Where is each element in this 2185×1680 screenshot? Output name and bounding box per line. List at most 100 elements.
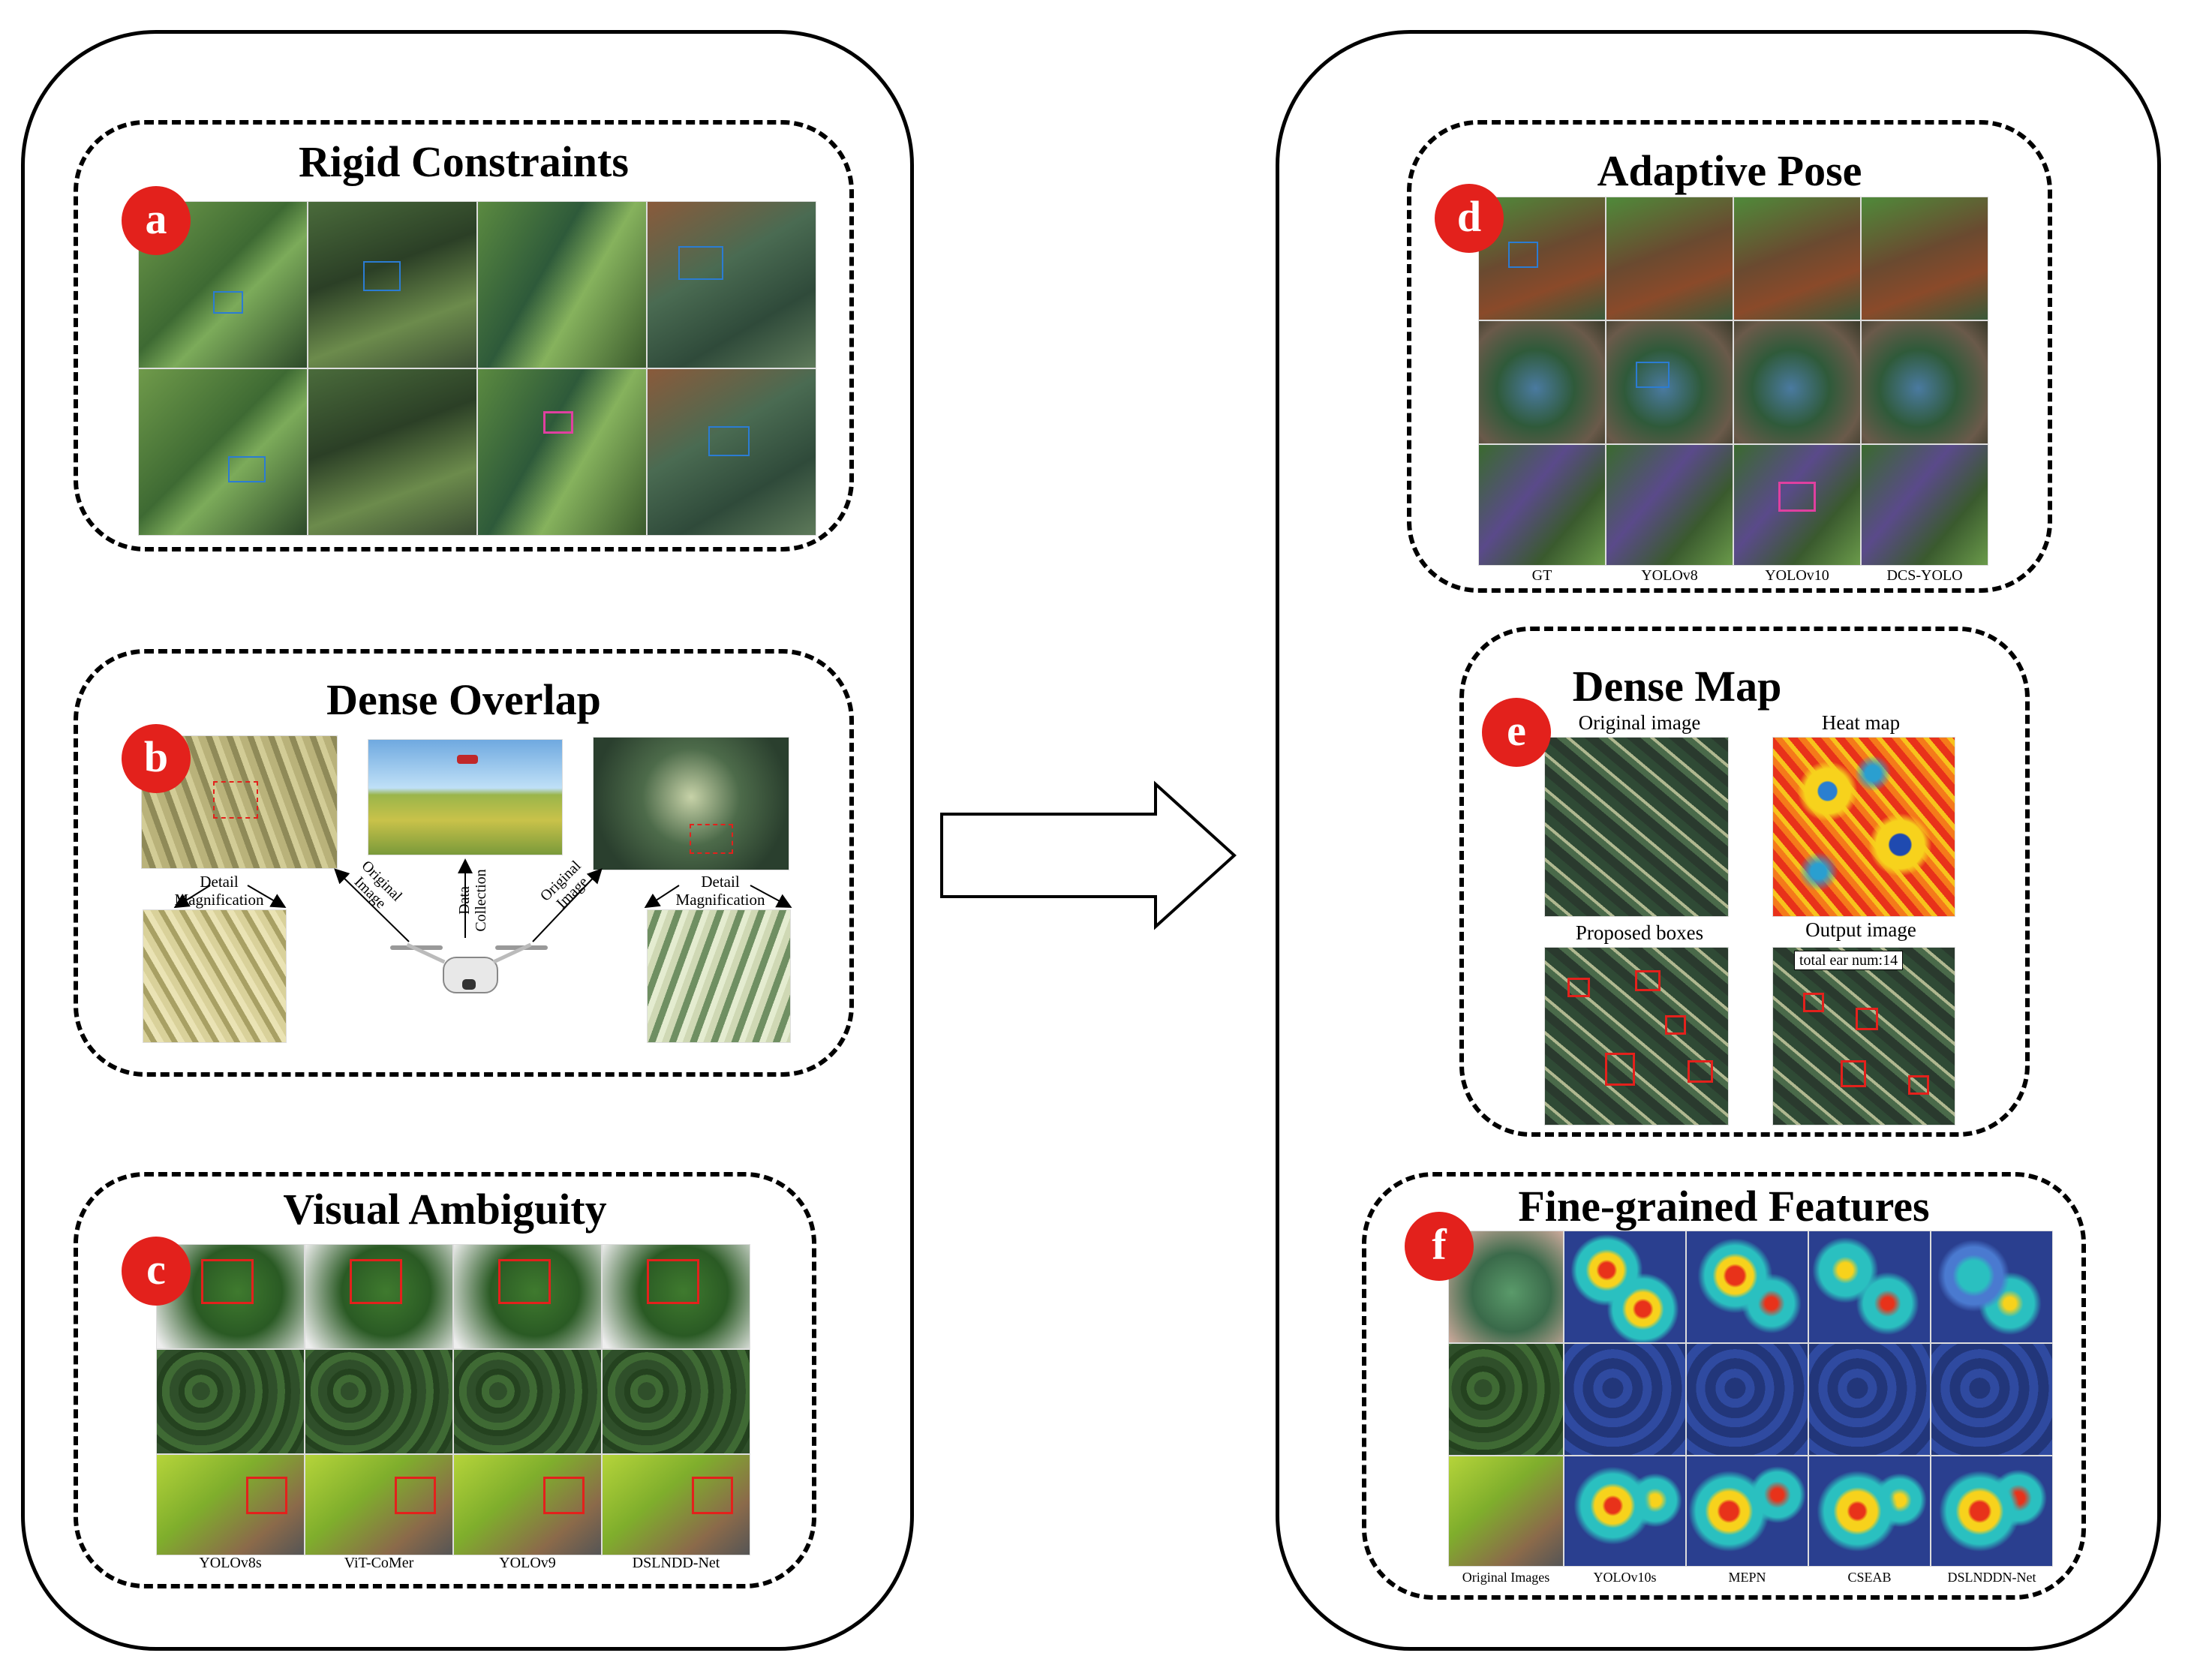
method-caption: DSLNDDN-Net [1947, 1570, 2036, 1585]
panel-title: Rigid Constraints [299, 137, 629, 186]
image-grid-f [1448, 1231, 2053, 1568]
attention-map [1931, 1343, 2053, 1456]
detection-box [228, 456, 266, 482]
grid-image [308, 201, 477, 368]
grid-image [477, 368, 647, 536]
grid-image [1861, 320, 1988, 444]
grid-image [1606, 197, 1733, 320]
attention-map [1931, 1231, 2053, 1343]
method-caption: YOLOv10 [1765, 567, 1829, 584]
attention-map [1686, 1456, 1808, 1567]
panel-title: Dense Map [1572, 662, 1782, 711]
detection-box [246, 1477, 287, 1514]
detection-box [543, 1477, 585, 1514]
panel-title: Fine-grained Features [1518, 1182, 1930, 1231]
method-caption: YOLOv8 [1641, 567, 1698, 584]
detection-box [1908, 1075, 1929, 1095]
detection-box [1778, 482, 1816, 512]
detection-box [1636, 362, 1670, 388]
panel-letter-badge: b [122, 724, 191, 793]
heat-map-image [1772, 737, 1955, 917]
zoom-region [690, 824, 733, 854]
grid-image [308, 368, 477, 536]
panel-letter-badge: f [1405, 1212, 1474, 1281]
attention-map [1808, 1343, 1931, 1456]
detection-box [213, 291, 243, 314]
panel-letter-badge: e [1482, 698, 1551, 767]
grid-image [477, 201, 647, 368]
method-caption: MEPN [1728, 1570, 1766, 1585]
method-caption: YOLOv8s [199, 1555, 262, 1571]
image-grid-d [1478, 197, 1988, 566]
original-image-label: Original image [1578, 711, 1701, 734]
zoom-region [213, 781, 258, 819]
grid-image [602, 1244, 750, 1349]
grid-image [602, 1349, 750, 1454]
image-grid-c: YOLOv8s ViT-CoMer YOLOv9 DSLNDD-Net [156, 1244, 750, 1571]
detection-box [363, 261, 401, 291]
detection-box [1567, 978, 1590, 997]
heat-map-label: Heat map [1821, 711, 1901, 734]
grid-image [1733, 320, 1861, 444]
grid-image [305, 1244, 453, 1349]
panel-title: Adaptive Pose [1597, 146, 1862, 195]
detection-box [543, 411, 573, 434]
method-caption: DSLNDD-Net [632, 1555, 720, 1571]
detection-box [1665, 1015, 1686, 1035]
proposed-boxes-label: Proposed boxes [1575, 921, 1704, 944]
detail-magnification-label: Detail Magnification [675, 873, 765, 909]
attention-map [1564, 1456, 1686, 1567]
grid-image [1733, 444, 1861, 566]
wheat-closeup-image [143, 909, 287, 1043]
count-label: total ear num:14 [1794, 951, 1904, 970]
attention-map [1808, 1456, 1931, 1567]
detection-box [647, 1259, 699, 1304]
grid-image [647, 368, 816, 536]
proposed-boxes-image [1544, 947, 1729, 1126]
attention-map [1564, 1343, 1686, 1456]
panel-letter-badge: d [1435, 184, 1504, 253]
grid-image [1733, 197, 1861, 320]
grid-image [647, 201, 816, 368]
attention-map [1686, 1343, 1808, 1456]
panel-title: Dense Overlap [326, 675, 601, 724]
grid-image [1606, 320, 1733, 444]
detection-box [1841, 1060, 1866, 1087]
grid-image [453, 1244, 602, 1349]
panel-letter-badge: c [122, 1237, 191, 1306]
attention-map [1686, 1231, 1808, 1343]
detection-box [692, 1477, 733, 1514]
detail-magnification-label: Detail Magnification [174, 873, 264, 909]
detection-box [1856, 1008, 1878, 1030]
detection-box [1508, 242, 1538, 268]
method-caption: YOLOv10s [1593, 1570, 1657, 1585]
grid-image [305, 1349, 453, 1454]
drone-illustration [390, 938, 548, 1005]
grid-image [1448, 1456, 1564, 1567]
panel-letter-badge: a [122, 186, 191, 255]
grid-image [1861, 444, 1988, 566]
wheat-original-image [1544, 737, 1729, 917]
grid-image [602, 1454, 750, 1555]
grid-image [156, 1454, 305, 1555]
grid-image [156, 1349, 305, 1454]
grid-image [1478, 444, 1606, 566]
wheat-topview-image [593, 737, 789, 870]
detection-box [350, 1259, 402, 1304]
detection-box [498, 1259, 551, 1304]
attention-map [1808, 1231, 1931, 1343]
method-caption: Original Images [1462, 1570, 1550, 1585]
detection-box [678, 246, 723, 280]
method-caption: GT [1531, 567, 1552, 584]
grid-image [453, 1454, 602, 1555]
image-grid-a [138, 201, 816, 536]
grid-image [1861, 197, 1988, 320]
attention-map [1931, 1456, 2053, 1567]
detection-box [201, 1259, 254, 1304]
panel-title: Visual Ambiguity [283, 1185, 607, 1234]
grid-image [1478, 320, 1606, 444]
grid-image [138, 368, 308, 536]
wheat-ears-closeup-image [647, 909, 791, 1043]
output-image: total ear num:14 [1772, 947, 1955, 1126]
grid-image [305, 1454, 453, 1555]
